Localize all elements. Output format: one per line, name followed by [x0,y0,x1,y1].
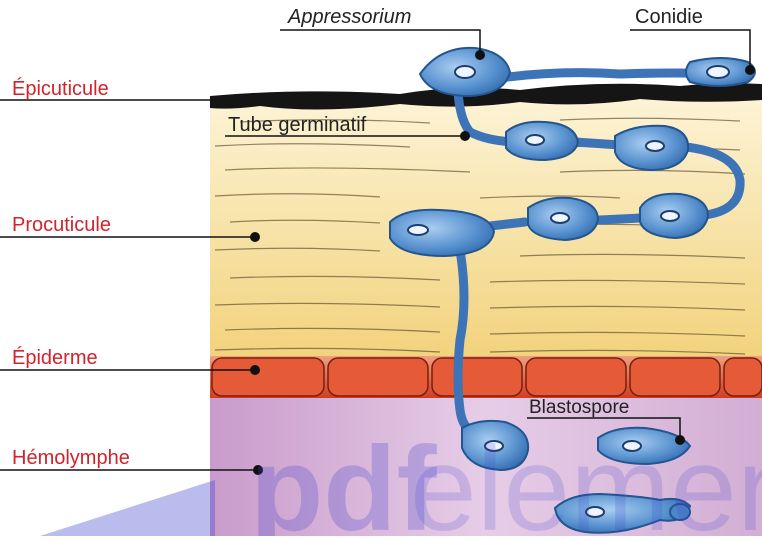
epidermis-cells [212,358,762,396]
label-epidermis: Épiderme [12,347,98,370]
svg-text:element: element [410,422,762,536]
label-appressorium: Appressorium [288,6,411,29]
label-conidium: Conidie [635,6,703,29]
label-germ-tube: Tube germinatif [228,114,366,137]
label-epicuticle: Épicuticule [12,78,109,101]
label-blastospore: Blastospore [529,397,629,419]
label-procuticle: Procuticule [12,214,111,237]
label-hemolymph: Hémolymphe [12,447,130,470]
watermark: pdf element [40,422,762,536]
